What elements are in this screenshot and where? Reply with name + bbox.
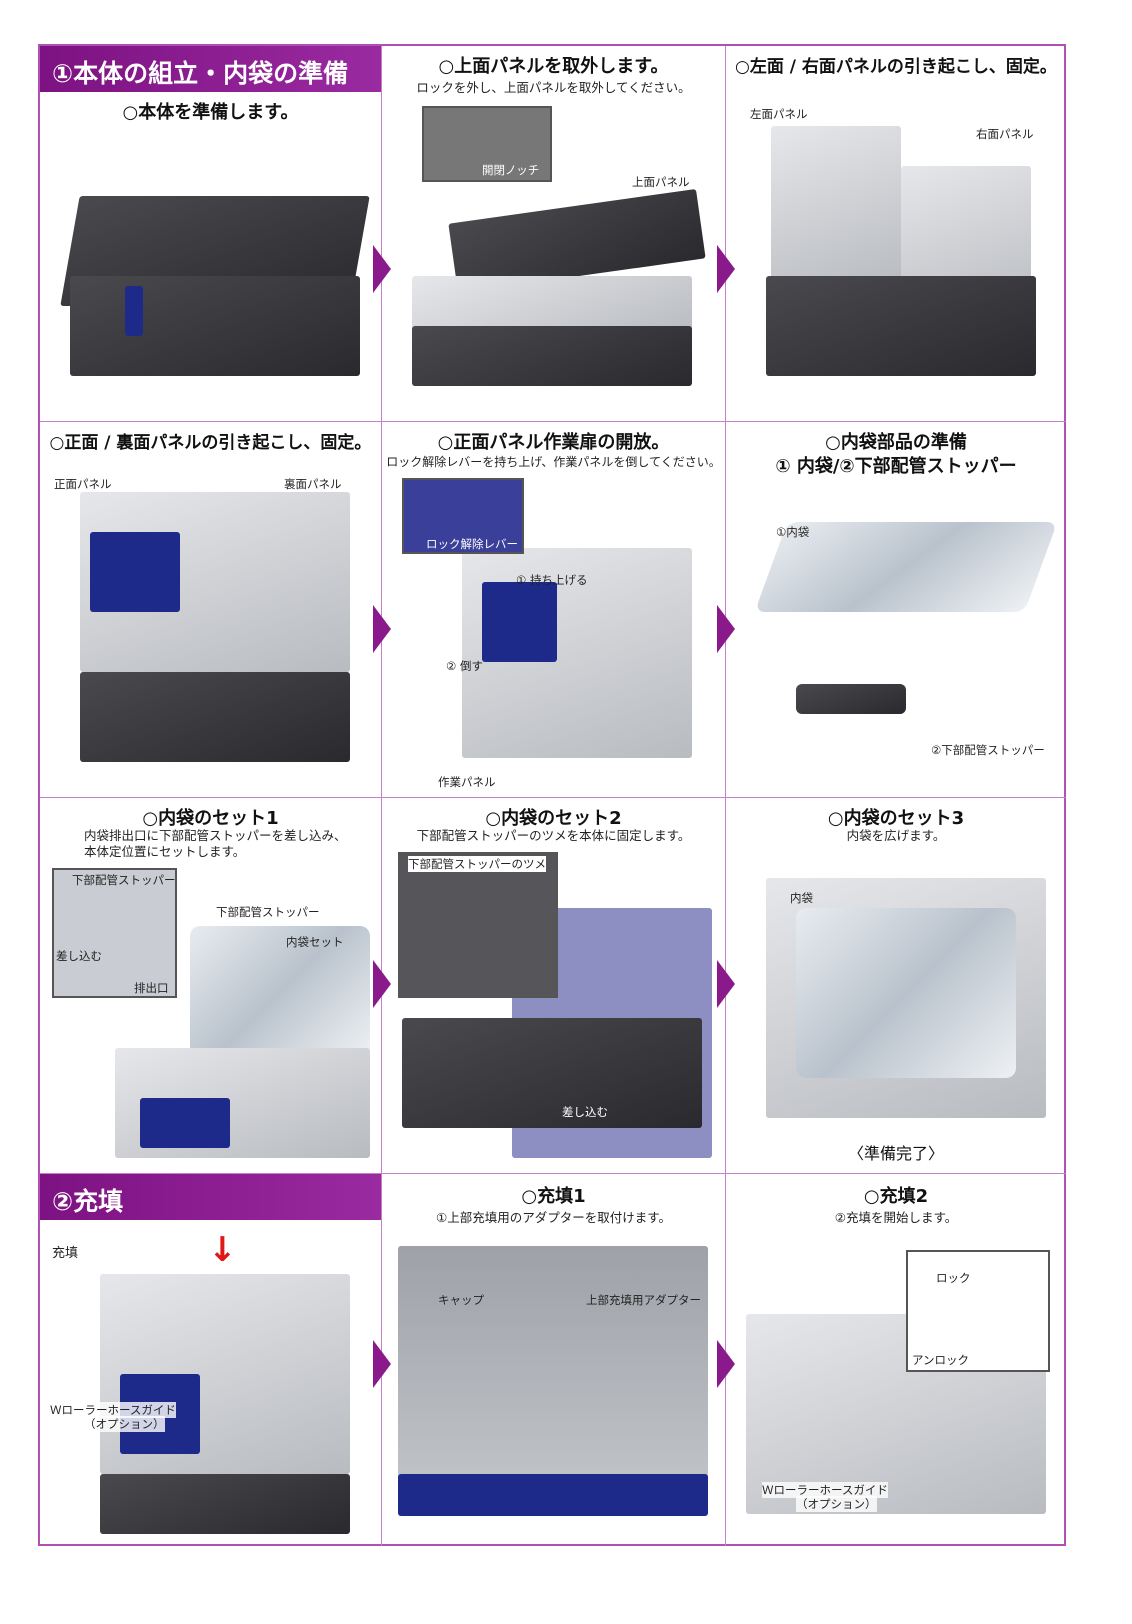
step-title: ○内袋のセット3 (827, 808, 965, 829)
step-title: ○充填1 (521, 1186, 586, 1207)
left-panel-illustration (771, 126, 901, 286)
label-notch: 開閉ノッチ (482, 163, 540, 177)
next-step-arrow-icon (717, 605, 735, 653)
step-prepare-bag-parts: ○内袋部品の準備 ① 内袋/②下部配管ストッパー ①内袋 ②下部配管ストッパー (726, 422, 1066, 798)
label-stopper: ②下部配管ストッパー (931, 743, 1045, 757)
step-set-bag-1: ○内袋のセット1 内袋排出口に下部配管ストッパーを差し込み、 本体定位置にセット… (40, 798, 382, 1174)
label-bag-set: 内袋セット (286, 935, 344, 949)
label-lock-lever: ロック解除レバー (426, 537, 518, 551)
door-illustration (140, 1098, 230, 1148)
step-description: ロック解除レバーを持ち上げ、作業パネルを倒してください。 (386, 455, 721, 469)
next-step-arrow-icon (373, 605, 391, 653)
work-door-illustration (90, 532, 180, 612)
step-title: ○内袋部品の準備 (825, 432, 967, 453)
step-description: ①上部充填用のアダプターを取付けます。 (436, 1210, 671, 1225)
instruction-sheet: ①本体の組立・内袋の準備 ○本体を準備します。 ○上面パネルを取外します。 ロッ… (38, 44, 1066, 1546)
step-set-bag-2: ○内袋のセット2 下部配管ストッパーのツメを本体に固定します。 下部配管ストッパ… (382, 798, 726, 1174)
next-step-arrow-icon (717, 960, 735, 1008)
label-top-panel: 上面パネル (632, 175, 690, 189)
wall-illustration (402, 1018, 702, 1128)
label-hose-guide: Ｗローラーホースガイド (50, 1402, 176, 1418)
step-description: 内袋を広げます。 (846, 828, 946, 843)
label-outlet: 排出口 (134, 981, 169, 995)
step-description-line2: 本体定位置にセットします。 (84, 844, 246, 859)
bag-illustration (190, 926, 370, 1056)
base-illustration (766, 276, 1036, 376)
step-prepare-body: ①本体の組立・内袋の準備 ○本体を準備します。 (40, 46, 382, 422)
step-open-work-door: ○正面パネル作業扉の開放。 ロック解除レバーを持ち上げ、作業パネルを倒してくださ… (382, 422, 726, 798)
label-bag: 内袋 (790, 891, 813, 905)
adapter-closeup-illustration (398, 1246, 708, 1516)
step-raise-side-panels: ○左面 / 右面パネルの引き起こし、固定。 左面パネル 右面パネル (726, 46, 1066, 422)
base-illustration (100, 1474, 350, 1534)
label-cap: キャップ (438, 1293, 484, 1307)
section-header-filling: ②充填 (40, 1174, 381, 1220)
stopper-illustration (796, 684, 906, 714)
next-step-arrow-icon (717, 245, 735, 293)
label-lift: ① 持ち上げる (516, 573, 588, 587)
label-tilt: ② 倒す (446, 659, 483, 673)
base-illustration (412, 326, 692, 386)
step-title: ○充填2 (863, 1186, 929, 1207)
label-claw: 下部配管ストッパーのツメ (408, 856, 546, 872)
label-insert: 差し込む (56, 949, 102, 963)
lock-inset (906, 1250, 1050, 1372)
container-base-illustration (70, 276, 360, 376)
fill-arrow-icon: ↓ (208, 1230, 237, 1270)
lock-lever-inset (402, 478, 524, 554)
label-back-panel: 裏面パネル (284, 477, 342, 491)
label-hose-guide: Ｗローラーホースガイド (762, 1482, 888, 1498)
label-option: （オプション） (84, 1416, 165, 1432)
step-fill-overview: ②充填 充填 ↓ Ｗローラーホースガイド （オプション） (40, 1174, 382, 1546)
label-left-panel: 左面パネル (750, 107, 808, 121)
step-fill-1: ○充填1 ①上部充填用のアダプターを取付けます。 キャップ 上部充填用アダプター (382, 1174, 726, 1546)
label-inner-bag: ①内袋 (776, 525, 810, 539)
next-step-arrow-icon (373, 245, 391, 293)
label-adapter: 上部充填用アダプター (586, 1293, 701, 1307)
step-description: ②充填を開始します。 (834, 1210, 958, 1225)
step-set-bag-3: ○内袋のセット3 内袋を広げます。 内袋 〈準備完了〉 (726, 798, 1066, 1174)
next-step-arrow-icon (373, 960, 391, 1008)
notch-inset (422, 106, 552, 182)
stopper-inset (52, 868, 177, 998)
next-step-arrow-icon (373, 1340, 391, 1388)
step-fill-2: ○充填2 ②充填を開始します。 ロック アンロック Ｗローラーホースガイド （オ… (726, 1174, 1066, 1546)
label-right-panel: 右面パネル (976, 127, 1034, 141)
completion-note: 〈準備完了〉 (847, 1144, 944, 1163)
label-stopper-inset: 下部配管ストッパー (72, 873, 176, 887)
step-title: ○左面 / 右面パネルの引き起こし、固定。 (735, 57, 1057, 77)
section-header-assembly: ①本体の組立・内袋の準備 (40, 46, 381, 92)
lock-illustration (125, 286, 143, 336)
step-description: 下部配管ストッパーのツメを本体に固定します。 (416, 828, 691, 843)
step-title: ○正面 / 裏面パネルの引き起こし、固定。 (49, 433, 372, 453)
claw-inset (398, 852, 558, 998)
step-raise-front-back-panels: ○正面 / 裏面パネルの引き起こし、固定。 正面パネル 裏面パネル (40, 422, 382, 798)
label-insert: 差し込む (562, 1105, 608, 1119)
label-work-panel: 作業パネル (438, 775, 496, 789)
step-title: ○内袋のセット2 (485, 808, 622, 829)
label-fill: 充填 (52, 1246, 79, 1261)
step-title: ○上面パネルを取外します。 (438, 56, 669, 77)
base-illustration (80, 672, 350, 762)
step-title: ○正面パネル作業扉の開放。 (437, 432, 670, 453)
step-title-line2: ① 内袋/②下部配管ストッパー (775, 456, 1017, 477)
step-title: ○本体を準備します。 (122, 102, 299, 123)
step-title: ○内袋のセット1 (142, 808, 279, 829)
label-unlock: アンロック (912, 1353, 970, 1367)
next-step-arrow-icon (717, 1340, 735, 1388)
label-stopper-main: 下部配管ストッパー (216, 905, 320, 919)
step-description: 内袋排出口に下部配管ストッパーを差し込み、 (84, 828, 347, 843)
step-description: ロックを外し、上面パネルを取外してください。 (416, 80, 691, 95)
spread-bag-illustration (796, 908, 1016, 1078)
wall-illustration (398, 1474, 708, 1516)
work-panel-illustration (482, 582, 557, 662)
label-option: （オプション） (796, 1496, 877, 1512)
label-front-panel: 正面パネル (54, 477, 112, 491)
label-lock: ロック (936, 1271, 971, 1285)
step-remove-top-panel: ○上面パネルを取外します。 ロックを外し、上面パネルを取外してください。 開閉ノ… (382, 46, 726, 422)
